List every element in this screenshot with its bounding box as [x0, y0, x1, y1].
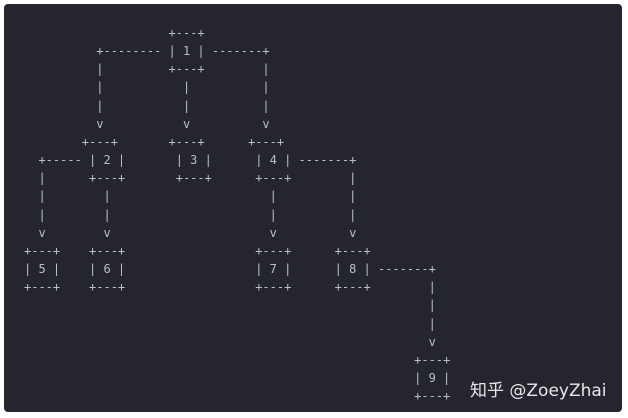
diagram-line: +---+ +---+ +---+ +---+ |	[24, 280, 436, 295]
diagram-line: v	[24, 334, 436, 349]
diagram-line: | | | |	[24, 207, 357, 222]
diagram-line: v v v v	[24, 225, 357, 240]
diagram-line: |	[24, 298, 436, 313]
diagram-line: +----- | 2 | | 3 | | 4 | -------+	[24, 153, 357, 168]
diagram-line: |	[24, 316, 436, 331]
diagram-line: +---+	[24, 26, 205, 40]
diagram-line: +---+ +---+ +---+	[24, 134, 285, 149]
diagram-line: | | |	[24, 80, 270, 95]
diagram-panel: +---+ +-------- | 1 | -------+ | +---+ |…	[4, 4, 622, 412]
diagram-line: +---+	[24, 389, 451, 404]
diagram-line: | 9 |	[24, 370, 451, 385]
diagram-line: | +---+ |	[24, 62, 270, 77]
diagram-line: +-------- | 1 | -------+	[24, 44, 270, 59]
diagram-line: | +---+ +---+ +---+ |	[24, 171, 357, 186]
diagram-line: +---+	[24, 352, 451, 367]
diagram-line: +---+ +---+ +---+ +---+	[24, 243, 371, 258]
diagram-line: | | |	[24, 98, 270, 113]
watermark: 知乎 @ZoeyZhai	[470, 381, 607, 401]
ascii-tree-diagram: +---+ +-------- | 1 | -------+ | +---+ |…	[24, 24, 450, 405]
diagram-line: | | | |	[24, 189, 357, 204]
diagram-line: v v v	[24, 116, 270, 131]
diagram-line: | 5 | | 6 | | 7 | | 8 | -------+	[24, 262, 436, 277]
